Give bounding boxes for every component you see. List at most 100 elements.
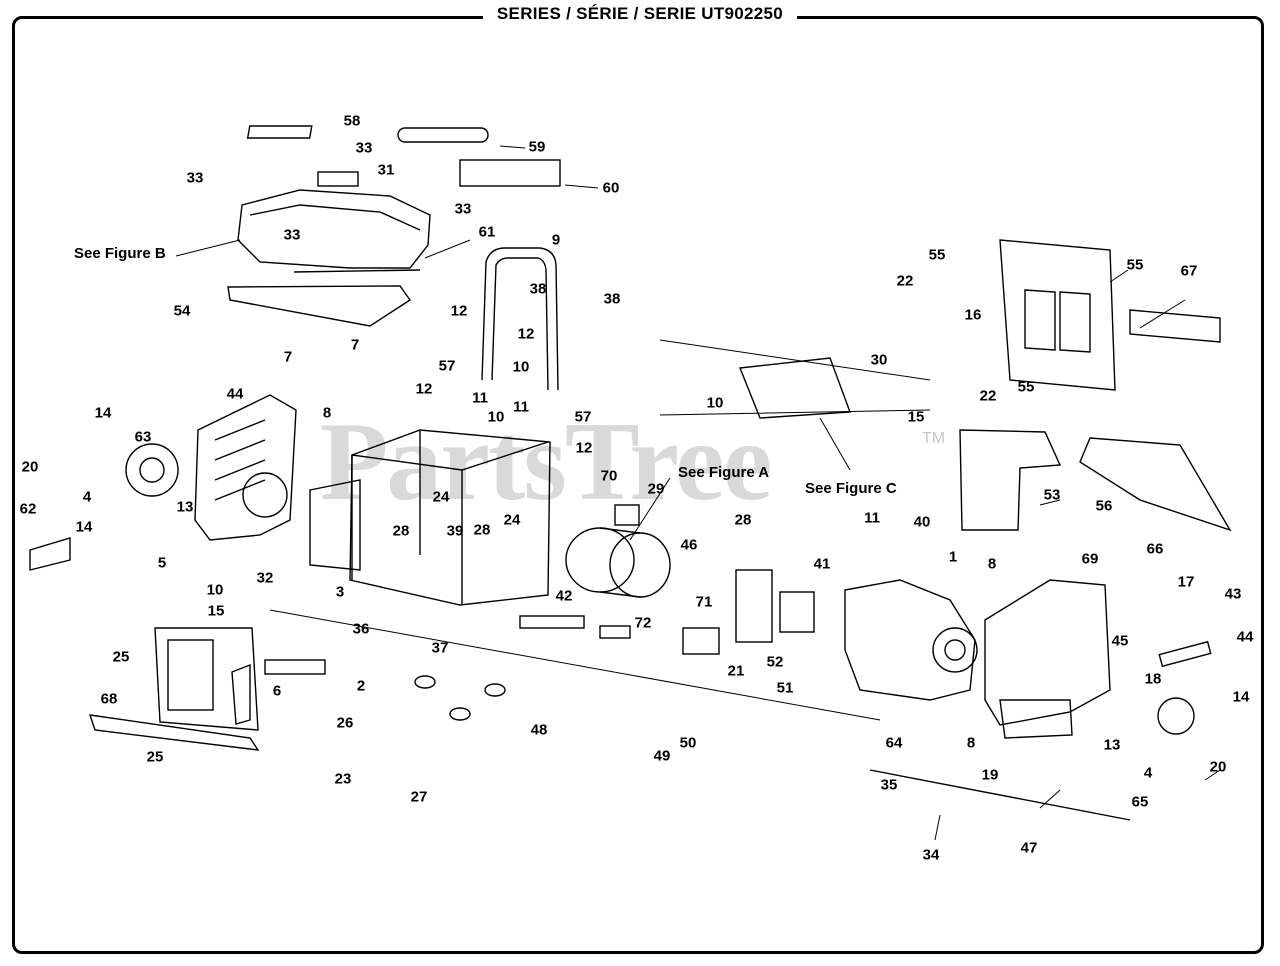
part-label: 31 <box>377 161 395 179</box>
figure-b-reference: See Figure B <box>74 245 166 262</box>
part-label: 49 <box>653 747 671 765</box>
figure-c-reference: See Figure C <box>805 480 897 497</box>
part-label: 17 <box>1177 573 1195 591</box>
part-label: 55 <box>928 246 946 264</box>
right-panel-part-19 <box>984 579 1212 739</box>
part-label: 8 <box>987 555 997 573</box>
part-label: 28 <box>734 511 752 529</box>
frame-part-3 <box>349 429 551 606</box>
part-label: 11 <box>472 389 488 407</box>
part-label: 38 <box>603 290 621 308</box>
part-label: 32 <box>256 569 274 587</box>
part-label: 40 <box>913 513 931 531</box>
handle-part-9 <box>481 247 559 391</box>
part-label: 10 <box>206 581 224 599</box>
partstree-watermark: PartsTree <box>320 400 773 524</box>
part-label: 6 <box>272 682 282 700</box>
part-label: 27 <box>410 788 428 806</box>
part-label: 26 <box>336 714 354 732</box>
part-label: 3 <box>335 583 345 601</box>
leader-lines <box>175 145 1221 841</box>
part-label: 36 <box>352 620 370 638</box>
fuel-line-part-47 <box>869 769 1131 821</box>
part-label: 29 <box>647 480 665 498</box>
cooling-fan-part-4 <box>125 443 179 497</box>
part-label: 47 <box>1020 839 1038 857</box>
part-label: 38 <box>529 280 547 298</box>
part-label: 5 <box>157 554 167 572</box>
part-label: 30 <box>870 351 888 369</box>
part-label: 55 <box>1126 256 1144 274</box>
part-label: 33 <box>454 200 472 218</box>
part-label: 9 <box>551 231 561 249</box>
part-label: 42 <box>555 587 573 605</box>
part-label: 8 <box>322 404 332 422</box>
part-label: 62 <box>19 500 37 518</box>
control-panel-part <box>88 627 326 751</box>
part-label: 12 <box>517 325 535 343</box>
part-label: 22 <box>896 272 914 290</box>
part-label: 41 <box>813 555 831 573</box>
part-label: 18 <box>1144 670 1162 688</box>
part-label: 15 <box>207 602 225 620</box>
part-label: 57 <box>438 357 456 375</box>
part-label: 63 <box>134 428 152 446</box>
part-label: 55 <box>1017 378 1035 396</box>
part-label: 28 <box>473 521 491 539</box>
part-label: 45 <box>1111 632 1129 650</box>
part-label: 12 <box>450 302 468 320</box>
part-label: 61 <box>478 223 496 241</box>
part-label: 48 <box>530 721 548 739</box>
part-label: 23 <box>334 770 352 788</box>
part-label: 33 <box>186 169 204 187</box>
part-label: 14 <box>94 404 112 422</box>
part-label: 39 <box>446 522 464 540</box>
part-label: 46 <box>680 536 698 554</box>
part-label: 57 <box>574 408 592 426</box>
engine-part-1 <box>844 579 978 701</box>
part-label: 19 <box>981 766 999 784</box>
part-label: 33 <box>283 226 301 244</box>
part-label: 65 <box>1131 793 1149 811</box>
part-label: 2 <box>356 677 366 695</box>
part-label: 35 <box>880 776 898 794</box>
part-label: 72 <box>634 614 652 632</box>
part-label: 58 <box>343 112 361 130</box>
part-label: 50 <box>679 734 697 752</box>
part-label: 10 <box>512 358 530 376</box>
part-label: 7 <box>350 336 360 354</box>
part-label: 43 <box>1224 585 1242 603</box>
part-label: 54 <box>173 302 191 320</box>
part-label: 20 <box>1209 758 1227 776</box>
part-label: 68 <box>100 690 118 708</box>
part-label: 11 <box>513 398 529 416</box>
alternator-part-46 <box>519 527 671 639</box>
part-label: 4 <box>82 488 92 506</box>
rear-panel-part-16 <box>999 239 1221 391</box>
part-label: 21 <box>727 662 745 680</box>
part-label: 11 <box>864 509 880 527</box>
part-label: 71 <box>695 593 713 611</box>
part-label: 25 <box>146 748 164 766</box>
series-title: SERIES / SÉRIE / SERIE UT902250 <box>482 4 798 24</box>
tray-part-54 <box>227 269 421 327</box>
control-box-part <box>614 357 851 655</box>
left-panel-part <box>194 394 361 571</box>
top-cover-part <box>237 125 561 269</box>
part-label: 69 <box>1081 550 1099 568</box>
part-label: 8 <box>966 734 976 752</box>
part-label: 14 <box>1232 688 1250 706</box>
part-label: 59 <box>528 138 546 156</box>
part-label: 24 <box>503 511 521 529</box>
part-label: 10 <box>706 394 724 412</box>
part-label: 12 <box>575 439 593 457</box>
part-label: 53 <box>1043 486 1061 504</box>
part-label: 7 <box>283 348 293 366</box>
muffler-cover-part-53 <box>959 429 1232 532</box>
part-label: 70 <box>600 467 618 485</box>
part-label: 13 <box>1103 736 1121 754</box>
part-label: 44 <box>1236 628 1254 646</box>
part-label: 16 <box>964 306 982 324</box>
part-label: 67 <box>1180 262 1198 280</box>
